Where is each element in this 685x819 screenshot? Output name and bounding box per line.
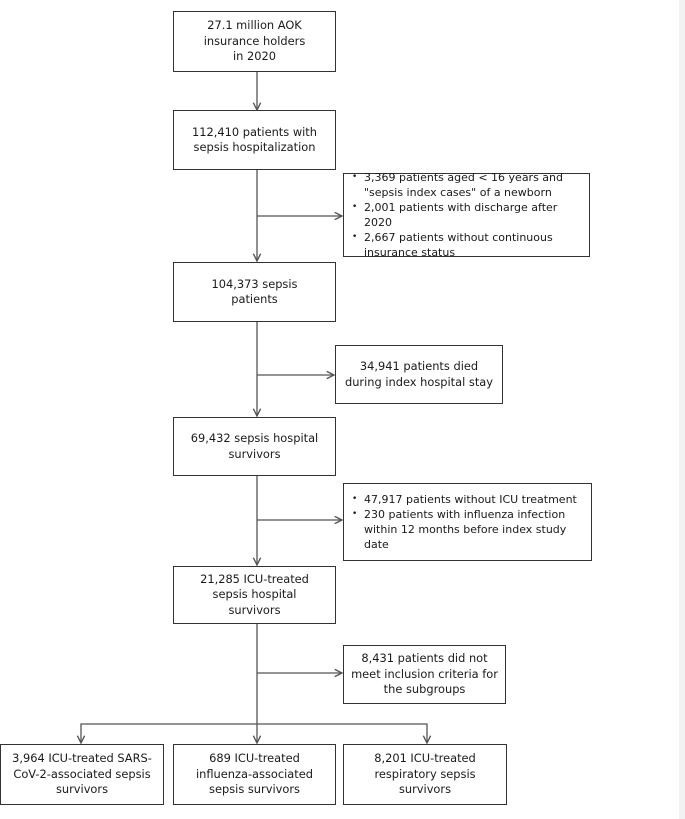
population-text: 27.1 million AOK insurance holders in 20… [203,18,306,64]
sepsis-patients-text: 104,373 sepsis patients [211,276,298,307]
subgroup-influenza-box: 689 ICU-treated influenza-associated sep… [173,744,336,805]
sepsis-hospitalization-box: 112,410 patients with sepsis hospitaliza… [173,110,336,170]
exclusion-2-item: 230 patients with influenza infection wi… [350,507,585,552]
subgroup-influenza-text: 689 ICU-treated influenza-associated sep… [195,751,313,797]
arrow-split-left [81,723,257,743]
exclusions-2-box: 47,917 patients without ICU treatment 23… [343,483,592,561]
hospital-survivors-text: 69,432 sepsis hospital survivors [190,431,319,461]
subgroup-respiratory-text: 8,201 ICU-treated respiratory sepsis sur… [374,751,476,797]
exclusion-1-item: 2,667 patients without continuous insura… [350,230,583,260]
subgroup-sars-cov-2-text: 3,964 ICU-treated SARS-CoV-2-associated … [12,751,152,797]
exclusions-1-list: 3,369 patients aged < 16 years and "seps… [350,170,583,260]
exclusion-criteria-box: 8,431 patients did not meet inclusion cr… [343,645,506,704]
exclusions-1-box: 3,369 patients aged < 16 years and "seps… [343,170,590,260]
icu-survivors-text: 21,285 ICU-treated sepsis hospital survi… [200,571,309,617]
exclusion-1-item: 2,001 patients with discharge after 2020 [350,200,583,230]
died-text: 34,941 patients died during index hospit… [344,359,494,389]
right-edge-strip [679,0,685,819]
died-box: 34,941 patients died during index hospit… [335,345,503,404]
sepsis-patients-box: 104,373 sepsis patients [173,262,336,322]
population-box: 27.1 million AOK insurance holders in 20… [173,11,336,72]
subgroup-sars-cov-2-box: 3,964 ICU-treated SARS-CoV-2-associated … [0,744,164,805]
subgroup-respiratory-box: 8,201 ICU-treated respiratory sepsis sur… [343,744,507,805]
hospital-survivors-box: 69,432 sepsis hospital survivors [173,417,336,476]
exclusion-2-item: 47,917 patients without ICU treatment [350,492,585,507]
sepsis-hospitalization-text: 112,410 patients with sepsis hospitaliza… [192,124,317,155]
icu-survivors-box: 21,285 ICU-treated sepsis hospital survi… [173,566,336,624]
exclusions-2-list: 47,917 patients without ICU treatment 23… [350,492,585,552]
exclusion-criteria-text: 8,431 patients did not meet inclusion cr… [351,651,498,697]
arrow-split-right [257,723,427,743]
exclusion-1-item: 3,369 patients aged < 16 years and "seps… [350,170,583,200]
